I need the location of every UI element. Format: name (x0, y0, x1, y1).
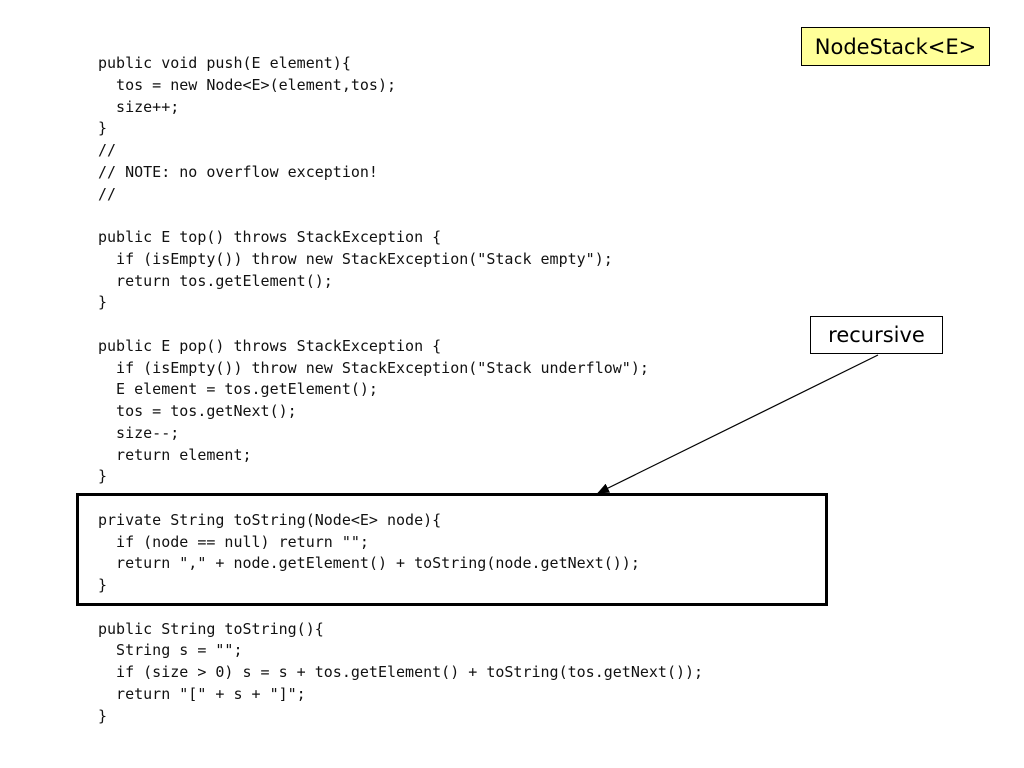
recursive-callout: recursive (810, 316, 943, 354)
arrow-line (597, 354, 879, 494)
code-line: String s = ""; (98, 641, 243, 660)
code-line: // (98, 184, 117, 203)
recursive-method-highlight-box (76, 493, 828, 606)
code-line: public void push(E element){ (98, 54, 351, 72)
code-line: return tos.getElement(); (98, 271, 333, 290)
code-line: size++; (98, 97, 180, 116)
code-line: } (98, 576, 108, 594)
code-line: if (isEmpty()) throw new StackException(… (98, 249, 613, 268)
code-line: public String toString(){ (98, 619, 324, 638)
code-listing: public void push(E element){ tos = new N… (98, 53, 703, 727)
code-line: } (98, 467, 108, 486)
code-line: // NOTE: no overflow exception! (98, 162, 378, 181)
code-line: return "," + node.getElement() + toStrin… (98, 554, 640, 573)
code-line: E element = tos.getElement(); (98, 380, 378, 399)
code-line: private String toString(Node<E> node){ (98, 510, 442, 529)
code-line: tos = tos.getNext(); (98, 402, 297, 420)
code-line: size--; (98, 423, 180, 442)
code-line: } (98, 119, 108, 138)
code-line: tos = new Node<E>(element,tos); (98, 75, 397, 94)
code-line: return "[" + s + "]"; (98, 684, 306, 703)
code-line: } (98, 706, 108, 725)
code-line: public E pop() throws StackException { (98, 336, 442, 355)
code-line: } (98, 293, 108, 312)
code-line: return element; (98, 445, 252, 464)
code-line: if (node == null) return ""; (98, 532, 369, 551)
code-line: if (size > 0) s = s + tos.getElement() +… (98, 663, 704, 681)
code-line: if (isEmpty()) throw new StackException(… (98, 358, 649, 377)
slide-title: NodeStack<E> (801, 27, 990, 66)
code-line: // (98, 141, 117, 159)
code-line: public E top() throws StackException { (98, 228, 442, 246)
